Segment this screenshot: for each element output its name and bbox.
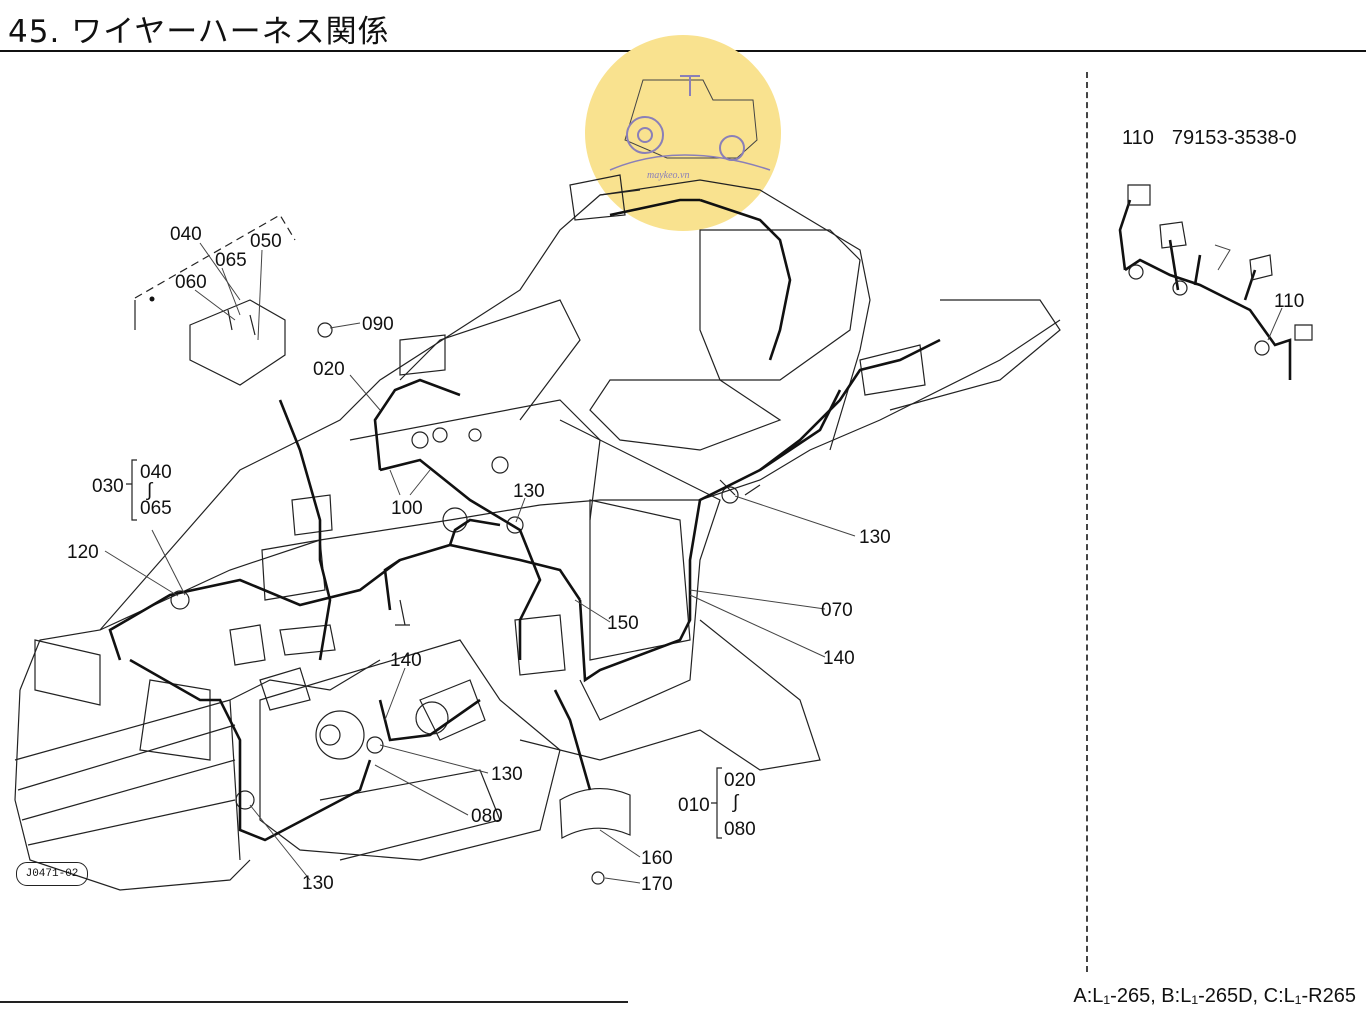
inset-part-number: 79153-3538-0 bbox=[1171, 127, 1297, 149]
callout-170: 170 bbox=[641, 874, 673, 895]
callout-130-bottom: 130 bbox=[302, 873, 334, 894]
watermark-logo: maykeo.vn bbox=[585, 35, 781, 231]
callout-120: 120 bbox=[67, 542, 99, 563]
callout-020: 020 bbox=[313, 359, 345, 380]
callout-150: 150 bbox=[607, 613, 639, 634]
callout-090: 090 bbox=[362, 314, 394, 335]
callout-010-080: 080 bbox=[724, 819, 756, 840]
inset-harness-110: 110 bbox=[1118, 184, 1313, 380]
callout-030-065: 065 bbox=[140, 498, 172, 519]
callout-010-020: 020 bbox=[724, 770, 756, 791]
inset-part-title: 110 79153-3538-0 bbox=[1122, 127, 1314, 150]
callout-030-tilde: ∫ bbox=[146, 480, 154, 501]
callout-030: 030 bbox=[92, 476, 124, 497]
inset-callout-110: 110 bbox=[1274, 291, 1304, 312]
inset-separator bbox=[1086, 72, 1088, 972]
callout-010: 010 bbox=[678, 795, 710, 816]
group-bracket-040 bbox=[134, 214, 296, 299]
tractor-outline bbox=[14, 174, 1061, 891]
leader-lines bbox=[104, 242, 856, 884]
page-title: 45. ワイヤーハーネス関係 bbox=[8, 14, 390, 50]
callout-160: 160 bbox=[641, 848, 673, 869]
callout-140-mid: 140 bbox=[390, 650, 422, 671]
bracket-030 bbox=[126, 459, 137, 521]
callout-140-right: 140 bbox=[823, 648, 855, 669]
model-note: A:L₁-265, B:L₁-265D, C:L₁-R265 bbox=[1073, 985, 1356, 1007]
callout-050: 050 bbox=[250, 231, 282, 252]
callout-070: 070 bbox=[821, 600, 853, 621]
callout-100: 100 bbox=[391, 498, 423, 519]
bottom-rule bbox=[0, 1001, 628, 1003]
callout-030-040: 040 bbox=[140, 462, 172, 483]
callout-130-right: 130 bbox=[859, 527, 891, 548]
callout-080: 080 bbox=[471, 806, 503, 827]
callout-labels: 040 065 050 060 090 020 030 040 ∫ 065 10… bbox=[67, 224, 891, 895]
wiring-harness bbox=[108, 198, 941, 842]
components bbox=[170, 299, 761, 885]
callout-040: 040 bbox=[170, 224, 202, 245]
watermark-text: maykeo.vn bbox=[647, 170, 689, 181]
bracket-010 bbox=[711, 767, 722, 839]
inset-part-no: 110 bbox=[1122, 127, 1154, 149]
callout-065: 065 bbox=[215, 250, 247, 271]
callout-060: 060 bbox=[175, 272, 207, 293]
drawing-code: J0471-02 bbox=[16, 862, 88, 886]
callout-010-tilde: ∫ bbox=[732, 792, 740, 813]
callout-130-top: 130 bbox=[513, 481, 545, 502]
callout-130-mid: 130 bbox=[491, 764, 523, 785]
